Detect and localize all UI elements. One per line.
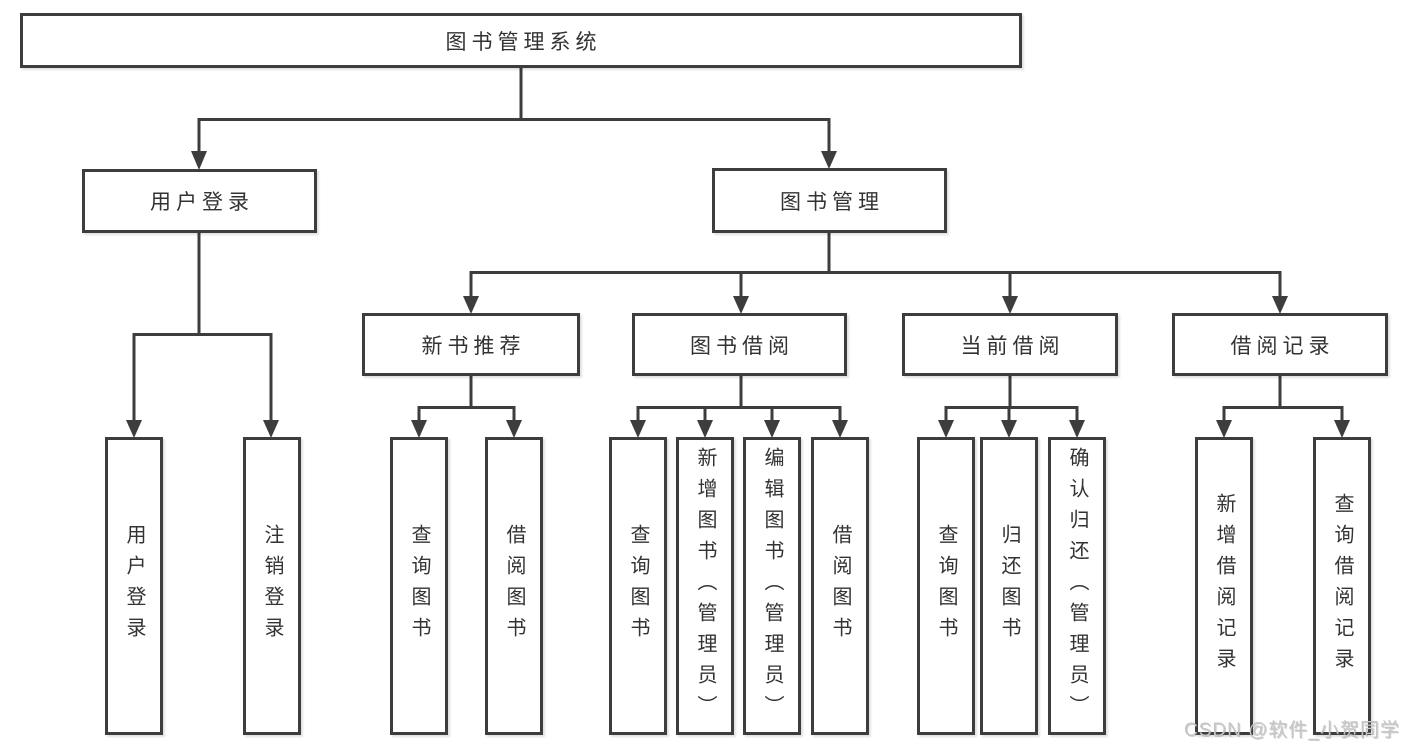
node-label: 图书借阅 [690,334,794,358]
leaf-add-books-admin: 新增图书（管理员） [676,437,734,735]
leaf-add-borrow-record: 新增借阅记录 [1195,437,1253,735]
leaf-label: 借阅图书 [829,524,851,648]
leaf-return-books: 归还图书 [980,437,1038,735]
node-current-borrowing: 当前借阅 [902,313,1118,376]
node-new-book-recommendation: 新书推荐 [362,313,580,376]
node-label: 当前借阅 [960,334,1065,358]
leaf-query-books-borrowing: 查询图书 [609,437,667,735]
leaf-label: 查询图书 [408,524,430,648]
leaf-label: 借阅图书 [503,524,525,648]
leaf-edit-books-admin: 编辑图书（管理员） [743,437,801,735]
leaf-query-borrow-record: 查询借阅记录 [1313,437,1371,735]
node-label: 用户登录 [150,191,254,214]
node-library-management-system: 图书管理系统 [20,13,1022,68]
leaf-label: 用户登录 [123,524,145,648]
leaf-label: 新增图书（管理员） [694,446,716,726]
node-user-login: 用户登录 [82,169,317,233]
csdn-watermark: CSDN @软件_小贺同学 [1184,720,1400,741]
leaf-label: 注销登录 [261,524,283,648]
leaf-label: 确认归还（管理员） [1066,446,1088,726]
leaf-query-books-current: 查询图书 [917,437,975,735]
node-book-management: 图书管理 [712,168,947,233]
node-label: 借阅记录 [1230,334,1335,358]
leaf-query-books-recommend: 查询图书 [390,437,448,735]
node-book-borrowing: 图书借阅 [632,313,847,376]
node-borrowing-records: 借阅记录 [1172,313,1388,376]
leaf-borrow-books-recommend: 借阅图书 [485,437,543,735]
node-label: 新书推荐 [421,334,526,358]
leaf-label: 编辑图书（管理员） [761,446,783,726]
leaf-label: 查询图书 [935,524,957,648]
node-label: 图书管理系统 [445,30,602,54]
node-label: 图书管理 [780,190,884,214]
leaf-confirm-return-admin: 确认归还（管理员） [1048,437,1106,735]
leaf-user-login: 用户登录 [105,437,163,735]
leaf-logout: 注销登录 [243,437,301,735]
leaf-label: 查询图书 [627,524,649,648]
leaf-borrow-books: 借阅图书 [811,437,869,735]
leaf-label: 新增借阅记录 [1213,493,1235,679]
leaf-label: 归还图书 [998,524,1020,648]
leaf-label: 查询借阅记录 [1331,493,1353,679]
